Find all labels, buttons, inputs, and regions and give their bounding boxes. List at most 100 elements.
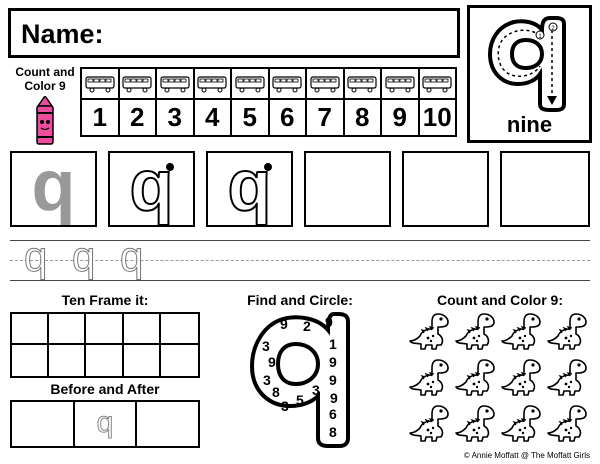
find-circle-number[interactable]: 3 bbox=[312, 382, 320, 398]
ten-frame-cell[interactable] bbox=[86, 314, 124, 345]
ten-frame-bus-icon bbox=[419, 69, 455, 100]
letter-box-gray: q bbox=[10, 146, 97, 227]
number-value: 8 bbox=[355, 102, 370, 132]
dinosaur-icon[interactable] bbox=[454, 400, 498, 449]
ten-frame-cell[interactable] bbox=[86, 345, 124, 376]
before-cell[interactable] bbox=[12, 402, 75, 446]
number-cell[interactable]: 7 bbox=[307, 69, 345, 135]
number-word: nine bbox=[506, 112, 553, 137]
count-color-title: Count and Color 9 bbox=[10, 65, 80, 93]
trace-start-1: 1 bbox=[538, 34, 542, 40]
name-box[interactable]: Name: bbox=[8, 8, 460, 58]
ten-frame-cell[interactable] bbox=[49, 314, 87, 345]
number-value: 3 bbox=[167, 102, 182, 132]
number-strip: 1 2 3 4 5 6 7 8 9 10 bbox=[80, 67, 457, 137]
find-circle-number[interactable]: 9 bbox=[268, 354, 276, 370]
dinosaur-icon[interactable] bbox=[408, 354, 452, 403]
number-value: 7 bbox=[317, 102, 332, 132]
writing-line-top bbox=[10, 240, 590, 241]
dinosaur-icon[interactable] bbox=[408, 400, 452, 449]
ten-frame-title: Ten Frame it: bbox=[61, 292, 149, 308]
ten-frame-bus-icon bbox=[157, 69, 193, 100]
dinosaur-grid bbox=[408, 308, 592, 448]
ten-frame-cell[interactable] bbox=[160, 314, 198, 345]
letter-q-outline-trace: 2 1 bbox=[487, 16, 566, 112]
writing-line-bottom bbox=[10, 280, 590, 281]
letter-box-empty[interactable] bbox=[304, 151, 391, 227]
number-value: 10 bbox=[422, 102, 452, 132]
number-value: 4 bbox=[205, 102, 220, 132]
find-circle-q-shape bbox=[249, 312, 350, 448]
letter-trace-box: 2 1 nine bbox=[467, 5, 592, 143]
find-circle-number[interactable]: 3 bbox=[262, 338, 270, 354]
number-value: 5 bbox=[242, 102, 257, 132]
ten-frame-cell[interactable] bbox=[49, 345, 87, 376]
ten-frame-bus-icon bbox=[307, 69, 343, 100]
find-circle-number[interactable]: 9 bbox=[280, 316, 288, 332]
count-color-title-line1: Count and bbox=[15, 65, 75, 79]
number-value: 9 bbox=[392, 102, 407, 132]
ten-frame-cell[interactable] bbox=[12, 345, 50, 376]
number-cell[interactable]: 5 bbox=[232, 69, 270, 135]
find-circle-number[interactable]: 8 bbox=[329, 424, 337, 440]
dinosaur-icon[interactable] bbox=[546, 308, 590, 357]
number-cell[interactable]: 10 bbox=[419, 69, 455, 135]
ten-frame-bus-icon bbox=[344, 69, 380, 100]
trace-start-2: 2 bbox=[551, 26, 555, 32]
current-cell: q bbox=[75, 402, 138, 446]
dinosaur-icon[interactable] bbox=[500, 400, 544, 449]
letter-box-outline[interactable]: q bbox=[206, 145, 293, 227]
find-circle-number[interactable]: 6 bbox=[329, 406, 337, 422]
dinosaur-icon[interactable] bbox=[500, 308, 544, 357]
number-cell[interactable]: 1 bbox=[82, 69, 120, 135]
after-cell[interactable] bbox=[137, 402, 198, 446]
find-circle-number[interactable]: 9 bbox=[329, 354, 337, 370]
ten-frame-cell[interactable] bbox=[12, 314, 50, 345]
ten-frame-cell[interactable] bbox=[161, 345, 198, 376]
dinosaur-icon[interactable] bbox=[546, 354, 590, 403]
letter-box-empty[interactable] bbox=[500, 151, 590, 227]
copyright-credit: © Annie Moffatt @ The Moffatt Girls bbox=[463, 451, 590, 460]
number-value: 6 bbox=[280, 102, 295, 132]
before-after-trace-letter: q bbox=[96, 406, 114, 440]
find-circle-number[interactable]: 1 bbox=[329, 336, 337, 352]
letter-q-outline: q bbox=[227, 145, 273, 227]
before-after-title: Before and After bbox=[50, 381, 160, 397]
find-circle-number[interactable]: 3 bbox=[281, 398, 289, 414]
find-circle-number[interactable]: 9 bbox=[330, 390, 338, 406]
number-cell[interactable]: 2 bbox=[119, 69, 157, 135]
dinosaur-icon[interactable] bbox=[408, 308, 452, 357]
trace-letter[interactable]: q bbox=[119, 233, 144, 280]
letter-box-empty[interactable] bbox=[402, 151, 489, 227]
ten-frame-bus-icon bbox=[119, 69, 155, 100]
writing-line-middle bbox=[10, 260, 590, 261]
number-cell[interactable]: 6 bbox=[269, 69, 307, 135]
find-circle-number[interactable]: 9 bbox=[329, 372, 337, 388]
find-circle-number[interactable]: 3 bbox=[263, 372, 271, 388]
trace-letter[interactable]: q bbox=[23, 233, 48, 280]
number-cell[interactable]: 8 bbox=[344, 69, 382, 135]
ten-frame-bus-icon bbox=[194, 69, 230, 100]
dinosaur-icon[interactable] bbox=[454, 308, 498, 357]
crayon-icon bbox=[36, 96, 54, 145]
dinosaur-icon[interactable] bbox=[546, 400, 590, 449]
count-color-title-line2: Color 9 bbox=[24, 79, 66, 93]
number-cell[interactable]: 3 bbox=[157, 69, 195, 135]
dinosaur-icon[interactable] bbox=[454, 354, 498, 403]
ten-frame-bus-icon bbox=[232, 69, 268, 100]
ten-frame-bus-icon bbox=[382, 69, 418, 100]
number-value: 2 bbox=[130, 102, 145, 132]
trace-letter[interactable]: q bbox=[71, 233, 96, 280]
find-circle-number[interactable]: 9 bbox=[325, 314, 333, 330]
find-circle-number[interactable]: 8 bbox=[272, 384, 280, 400]
ten-frame-bus-icon bbox=[269, 69, 305, 100]
find-circle-number[interactable]: 2 bbox=[303, 318, 311, 334]
find-circle-number[interactable]: 5 bbox=[296, 392, 304, 408]
dinosaur-icon[interactable] bbox=[500, 354, 544, 403]
ten-frame-cell[interactable] bbox=[124, 345, 161, 376]
letter-box-outline[interactable]: q bbox=[108, 145, 195, 227]
number-cell[interactable]: 9 bbox=[382, 69, 420, 135]
ten-frame-cell[interactable] bbox=[123, 314, 161, 345]
ten-frame bbox=[10, 312, 200, 378]
number-cell[interactable]: 4 bbox=[194, 69, 232, 135]
